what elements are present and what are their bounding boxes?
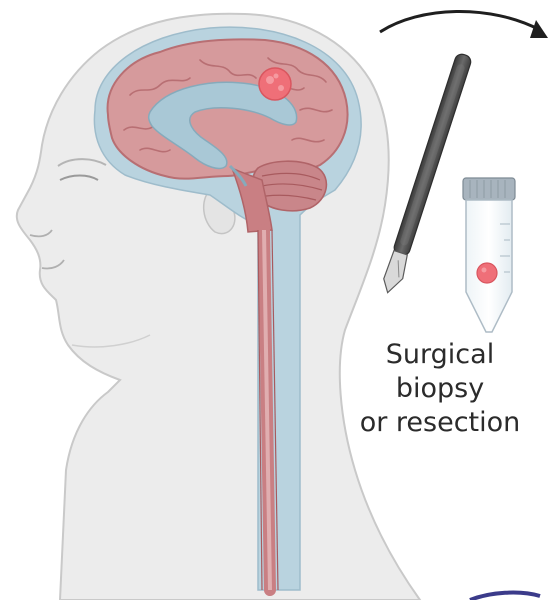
curved-arrow-icon: [380, 11, 548, 38]
sample-tube-icon: [463, 178, 515, 332]
tumor-icon: [259, 68, 291, 100]
caption-line-1: Surgical biopsy: [340, 338, 540, 406]
caption-label: Surgical biopsy or resection: [340, 338, 540, 440]
caption-line-2: or resection: [340, 406, 540, 440]
decorative-edge: [470, 593, 540, 600]
scalpel-icon: [380, 52, 474, 295]
